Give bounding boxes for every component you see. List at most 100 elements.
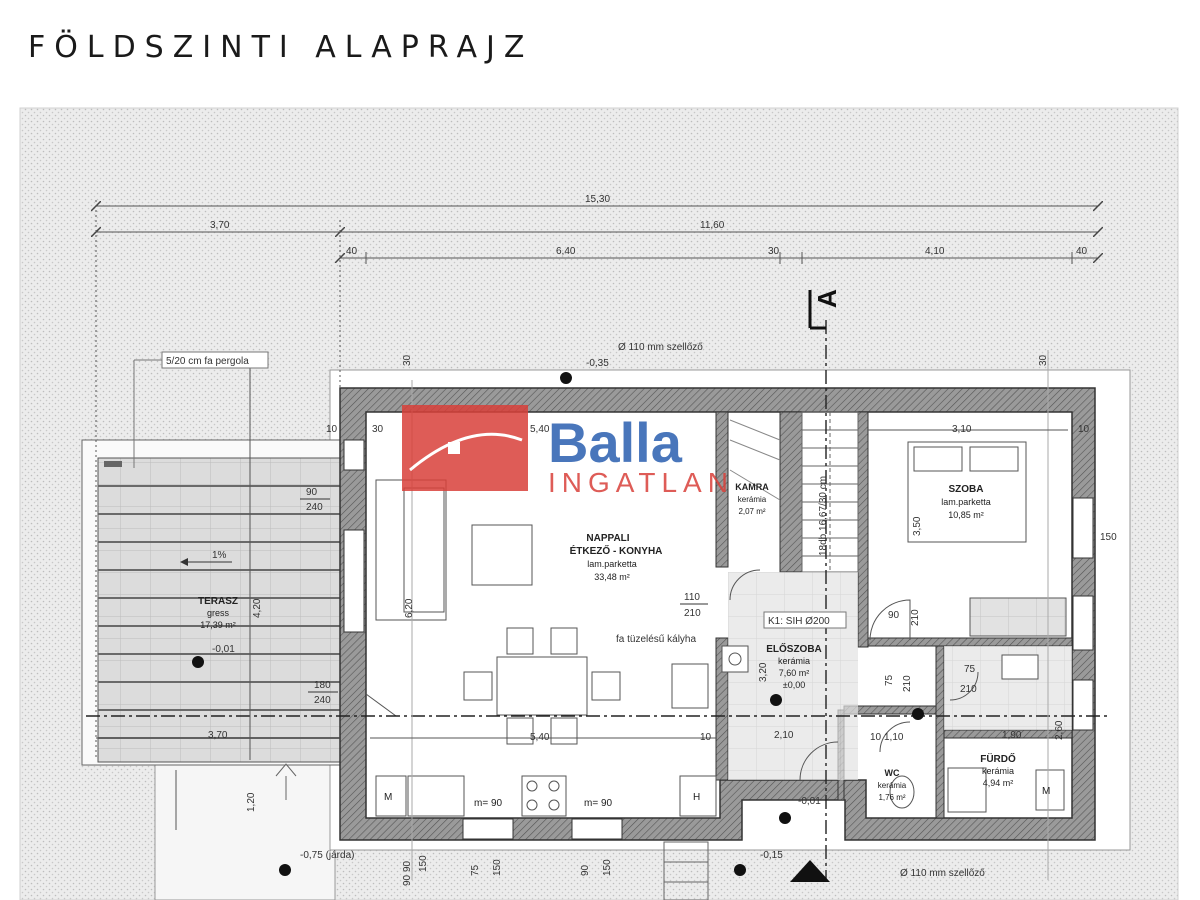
dim-10d: 10 (870, 732, 882, 743)
logo-watermark: Balla INGATLAN (402, 405, 728, 498)
dim-90: 90 (402, 874, 413, 886)
note-stove: fa tüzelésű kályha (616, 634, 696, 645)
furniture (375, 441, 1067, 817)
kitchen-m2: m= 90 (584, 798, 613, 809)
opening-w: 75 (884, 674, 895, 686)
dim-350: 3,50 (912, 516, 923, 536)
note-vent-bottom: Ø 110 mm szellőző (900, 868, 985, 879)
note-level-terrace: -0,01 (212, 644, 235, 655)
opening-w: 75 (470, 864, 481, 876)
room-material: kerámia (778, 656, 810, 666)
dim-30c: 30 (1038, 354, 1049, 366)
room-area: 17,39 m² (200, 620, 236, 630)
opening-h: 240 (314, 695, 331, 706)
note-chimney: K1: SIH Ø200 (768, 616, 830, 627)
opening-h: 210 (684, 608, 701, 619)
opening-w: 90 (402, 860, 413, 872)
room-area: 33,48 m² (594, 572, 630, 582)
opening-w: 75 (964, 664, 976, 675)
room-material: lam.parketta (941, 497, 991, 507)
room-kamra: KAMRA kerámia 2,07 m² (735, 482, 769, 516)
opening-h: 210 (910, 609, 921, 626)
dim-120: 1,20 (246, 792, 257, 812)
opening-w: 110 (684, 592, 700, 603)
dim-620: 6,20 (404, 598, 415, 618)
logo-house-mark (402, 405, 528, 491)
staircase (729, 411, 859, 573)
terrace (81, 359, 345, 766)
room-material: kerámia (982, 766, 1014, 776)
lawn-area (154, 764, 336, 900)
room-material: kerámia (878, 781, 907, 790)
dim-640: 6,40 (556, 246, 576, 257)
room-name: WC (885, 768, 900, 778)
dim-110: 1,10 (884, 732, 904, 743)
room-nappali: NAPPALI ÉTKEZŐ - KONYHA lam.parketta 33,… (570, 533, 663, 582)
room-material: gress (207, 608, 230, 618)
outer-walls (339, 387, 1096, 841)
dim-30d: 30 (372, 424, 384, 435)
dim-310: 3,10 (952, 424, 972, 435)
level-markers (192, 372, 924, 876)
kitchen-H: H (693, 792, 700, 803)
room-name: ELŐSZOBA (766, 642, 822, 655)
hallway-floor (728, 572, 858, 780)
interior-walls (715, 411, 1073, 819)
dim-320: 3,20 (758, 662, 769, 682)
note-level-path: -0,75 (járda) (300, 850, 354, 861)
dim-10a: 10 (326, 424, 338, 435)
dimension-lines (96, 200, 1098, 880)
room-terasz: TERASZ gress 17,39 m² (198, 596, 238, 630)
dim-370: 3,70 (208, 730, 228, 741)
plan-notes: Ø 110 mm szellőző Ø 110 mm szellőző 5/20… (161, 342, 985, 879)
room-wc: WC kerámia 1,76 m² (878, 768, 907, 802)
dim-10c: 10 (700, 732, 712, 743)
kitchen-m1: m= 90 (474, 798, 503, 809)
opening-w: 90 (580, 864, 591, 876)
dim-overall: 15,30 (585, 194, 610, 205)
windows (343, 439, 1094, 840)
opening-h: 150 (492, 859, 503, 876)
room-furdo: FÜRDŐ kerámia 4,94 m² (980, 752, 1016, 788)
room-area: 1,76 m² (878, 793, 905, 802)
kitchen-M2: M (1042, 786, 1050, 797)
dim-30b: 30 (402, 354, 413, 366)
room-material: lam.parketta (587, 559, 637, 569)
dim-420: 4,20 (252, 598, 263, 618)
room-name: NAPPALI (586, 533, 629, 544)
dim-150: 150 (1100, 532, 1117, 543)
dim-sub1: 3,70 (210, 220, 230, 231)
room-name: FÜRDŐ (980, 752, 1016, 765)
opening-w: 90 (306, 487, 318, 498)
opening-h: 240 (306, 502, 323, 513)
opening-h: 210 (902, 675, 913, 692)
room-eloszoba: ELŐSZOBA kerámia 7,60 m² ±0,00 (766, 642, 822, 690)
dim-40a: 40 (346, 246, 358, 257)
page-title: FÖLDSZINTI ALAPRAJZ (28, 30, 534, 65)
room-area: 7,60 m² (779, 668, 810, 678)
dim-410: 4,10 (925, 246, 945, 257)
room-material: kerámia (738, 495, 767, 504)
note-level-entry: -0,01 (798, 796, 821, 807)
dim-260: 2,60 (1054, 720, 1065, 740)
room-name: TERASZ (198, 596, 238, 607)
dim-10b: 10 (1078, 424, 1090, 435)
opening-w: 180 (314, 680, 331, 691)
note-stairs: 18db 16,67/30 cm (818, 476, 829, 556)
opening-w: 90 (888, 610, 900, 621)
opening-h: 210 (960, 684, 977, 695)
note-level-top: -0,35 (586, 358, 609, 369)
dimension-labels: 15,30 3,70 11,60 40 6,40 30 4,10 40 30 3… (208, 194, 1117, 886)
opening-h: 150 (418, 855, 429, 872)
logo-text-balla: Balla (548, 411, 683, 474)
section-line (86, 290, 1110, 882)
dim-540a: 5,40 (530, 424, 550, 435)
dim-sub2: 11,60 (700, 220, 725, 231)
room-area: 10,85 m² (948, 510, 984, 520)
kitchen-M: M (384, 792, 392, 803)
room-szoba: SZOBA lam.parketta 10,85 m² (941, 484, 991, 520)
dim-210: 2,10 (774, 730, 794, 741)
room-labels: NAPPALI ÉTKEZŐ - KONYHA lam.parketta 33,… (198, 482, 1016, 802)
kitchen-labels: m= 90 m= 90 M H M (384, 786, 1050, 809)
